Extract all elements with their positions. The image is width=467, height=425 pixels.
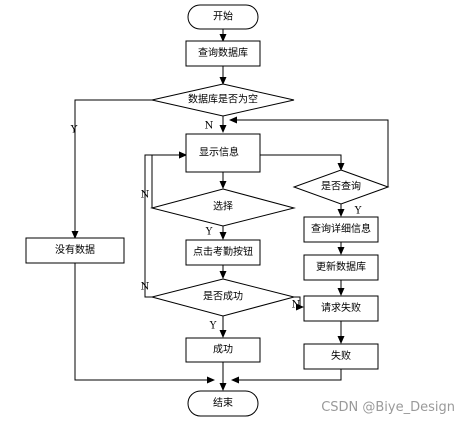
node-is-query-label: 是否查询 [321,180,361,193]
label-db-empty-no: N [205,121,214,132]
watermark: CSDN @Biye_Design [321,400,455,415]
node-request-fail-label: 请求失败 [321,301,361,314]
edge-success-reqfail [294,296,304,311]
node-query-db-label: 查询数据库 [198,46,248,59]
edge-isquery-loop [229,116,389,187]
node-fail: 失败 [303,343,379,370]
node-start: 开始 [187,4,259,30]
label-db-empty-yes: Y [70,125,78,136]
node-no-data: 没有数据 [25,237,125,264]
node-query-detail-label: 查询详细信息 [311,222,371,235]
node-choose: 选择 [150,188,296,227]
node-db-empty-label: 数据库是否为空 [188,93,258,106]
node-start-label: 开始 [213,10,233,23]
edge-success-back [144,151,187,298]
node-is-query: 是否查询 [292,169,390,205]
node-query-db: 查询数据库 [185,40,261,67]
node-no-data-label: 没有数据 [55,243,95,256]
edge-dbempty-nodata [71,99,152,239]
node-is-success-label: 是否成功 [203,291,243,303]
edge-show-isquery [260,154,345,171]
node-show-info: 显示信息 [185,133,261,173]
node-update-db-label: 更新数据库 [316,260,366,273]
node-db-empty: 数据库是否为空 [151,83,295,117]
edge-nodata-end [74,263,215,384]
label-choose-no: N [141,190,150,201]
node-success: 成功 [185,337,261,363]
node-end: 结束 [187,390,259,417]
node-choose-label: 选择 [213,200,233,213]
node-is-success: 是否成功 [150,278,296,317]
label-success-yes: Y [209,321,217,332]
node-click-btn-label: 点击考勤按钮 [193,245,253,258]
label-choose-yes: Y [205,227,213,238]
node-update-db: 更新数据库 [303,254,379,281]
node-click-btn: 点击考勤按钮 [185,239,261,266]
edge-fail-end [231,369,342,384]
edge-labels: Y N N Y N Y N Y [70,121,362,332]
label-query-yes: Y [354,206,362,217]
node-end-label: 结束 [213,396,233,409]
label-success-no-right: N [292,300,301,311]
connectors [71,29,389,391]
node-request-fail: 请求失败 [303,295,379,322]
node-success-label: 成功 [213,344,233,356]
node-query-detail: 查询详细信息 [303,216,379,243]
label-success-no-left: N [141,282,150,293]
node-fail-label: 失败 [331,349,351,362]
node-show-info-label: 显示信息 [199,146,239,159]
